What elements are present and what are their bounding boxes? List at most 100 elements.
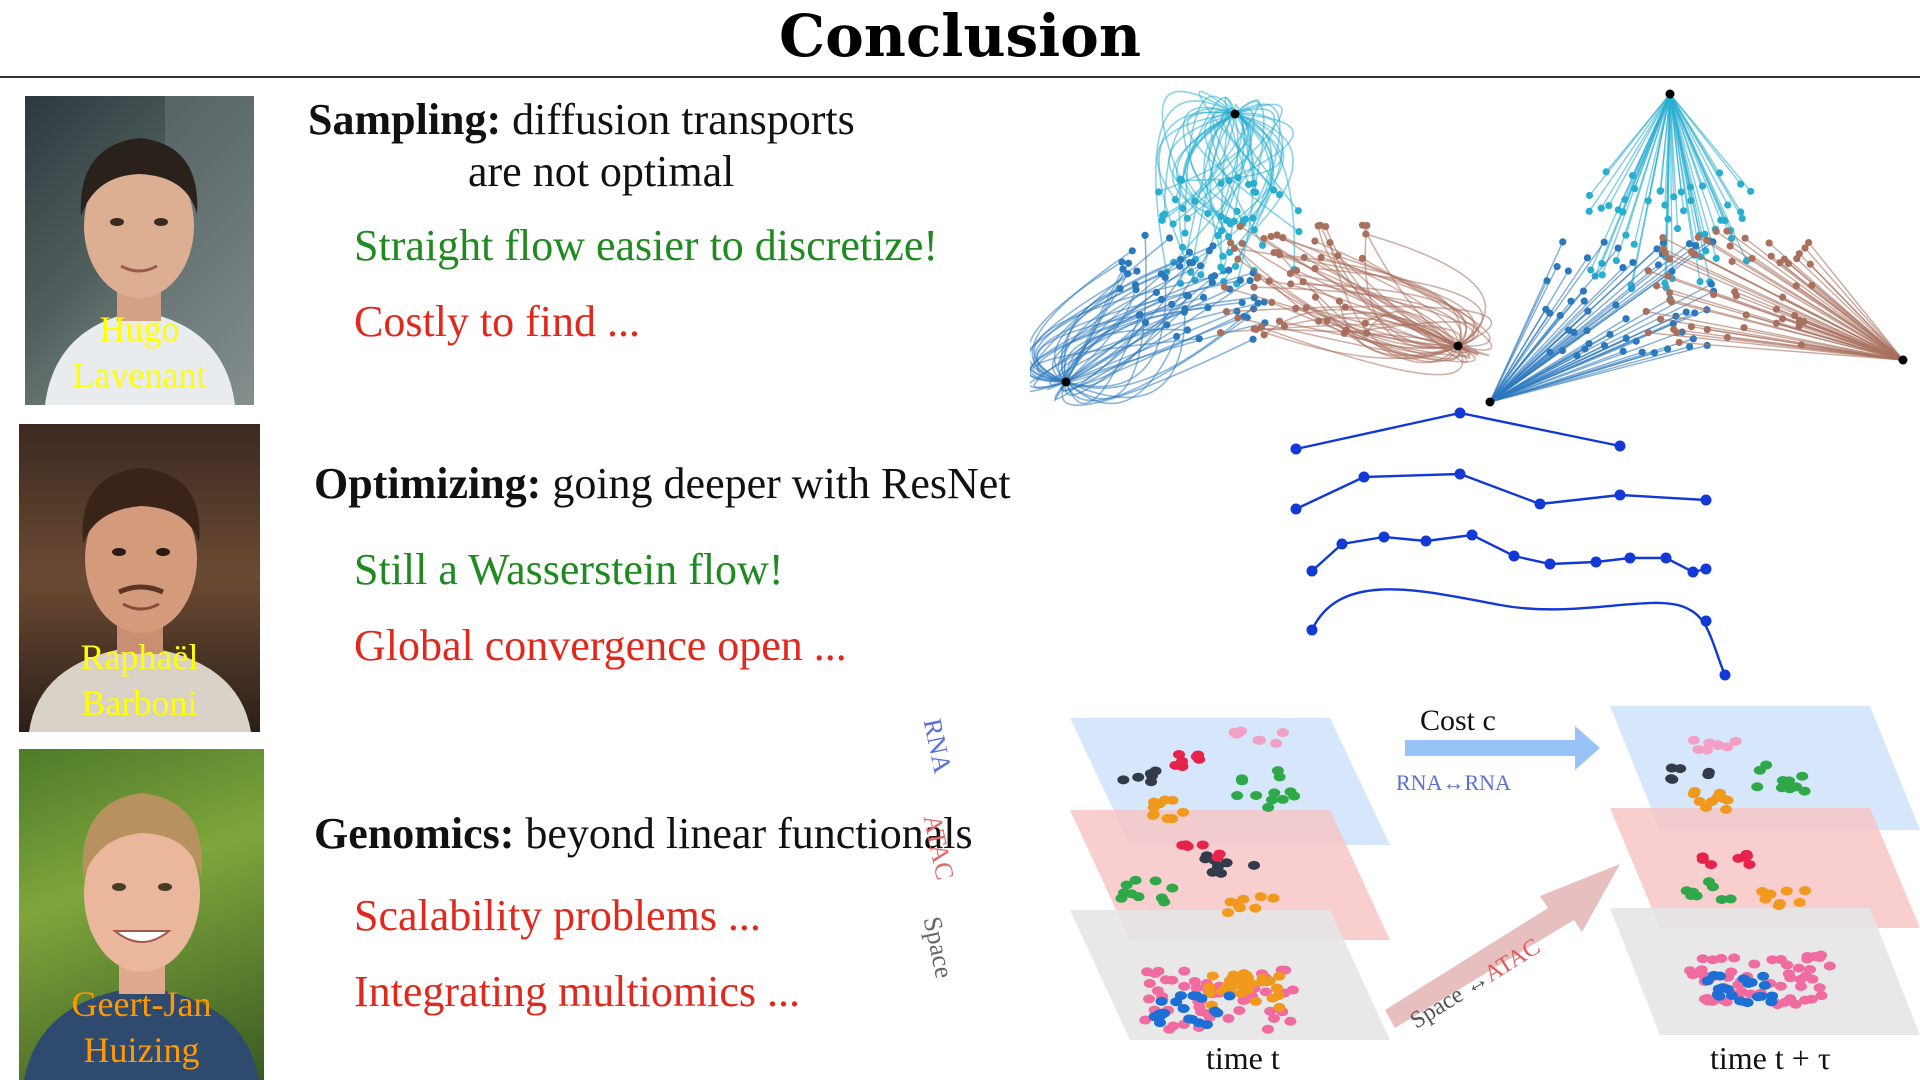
flow-point: [1665, 289, 1674, 297]
cell-point: [1249, 903, 1262, 913]
resnet-layer-point: [1378, 531, 1390, 543]
resnet-layer-point: [1306, 565, 1318, 577]
cell-point: [1177, 807, 1190, 817]
cell-point: [1237, 969, 1250, 979]
flow-line: [1625, 93, 1671, 236]
cell-point: [1222, 1013, 1235, 1023]
flow-point: [1226, 248, 1234, 256]
flow-curve: [1032, 337, 1200, 383]
resnet-layer-point: [1358, 471, 1370, 483]
flow-line: [1669, 93, 1702, 257]
flow-point: [1159, 211, 1167, 220]
title-divider: [0, 76, 1920, 78]
cell-point: [1743, 859, 1756, 869]
flow-curve: [1063, 287, 1121, 383]
cell-point: [1695, 965, 1708, 975]
resnet-layer-point: [1508, 550, 1520, 562]
flow-curve: [1171, 113, 1236, 215]
flow-line: [1669, 93, 1717, 230]
flow-source-point: [1453, 341, 1463, 351]
flow-point: [1225, 266, 1233, 274]
flow-curve: [1060, 308, 1254, 391]
resnet-layer-point: [1700, 615, 1712, 627]
flow-point: [1226, 239, 1235, 247]
rna-rna-label: RNA↔RNA: [1396, 770, 1511, 795]
genomics-multiomics-figure: [1070, 706, 1920, 1040]
cell-point: [1203, 988, 1216, 998]
cell-point: [1780, 886, 1793, 896]
optimizing-heading: Optimizing:: [314, 459, 542, 508]
cell-point: [1213, 849, 1226, 859]
flow-point: [1738, 214, 1746, 223]
flow-point: [1703, 341, 1711, 350]
cell-point: [1712, 984, 1725, 994]
flow-point: [1583, 326, 1591, 335]
flow-point: [1737, 208, 1745, 216]
flow-point: [1665, 255, 1673, 263]
flow-point: [1542, 305, 1550, 313]
flow-line: [1646, 310, 1904, 361]
cell-point: [1751, 782, 1764, 792]
cell-point: [1148, 797, 1161, 807]
flow-point: [1614, 206, 1622, 214]
flow-point: [1299, 278, 1307, 286]
flow-point: [1728, 257, 1736, 266]
flow-point: [1731, 288, 1739, 296]
flow-point: [1238, 239, 1246, 248]
cell-point: [1782, 969, 1795, 979]
layers-time-t-tau: [1610, 706, 1920, 1035]
cell-point: [1813, 983, 1826, 993]
flow-point: [1311, 293, 1320, 301]
flow-line: [1489, 322, 1674, 403]
flow-point: [1689, 335, 1697, 343]
flow-curve: [1065, 322, 1147, 385]
cell-point: [1753, 765, 1766, 775]
flow-curve: [1234, 113, 1296, 270]
flow-point: [1234, 314, 1242, 322]
flow-point: [1245, 180, 1253, 189]
person-name-line1: Hugo: [99, 309, 180, 349]
flow-line: [1489, 267, 1624, 403]
cell-point: [1192, 1018, 1205, 1028]
flow-point: [1598, 271, 1606, 279]
flow-point: [1741, 234, 1749, 242]
cell-point: [1265, 795, 1278, 805]
resnet-layer-point: [1700, 494, 1712, 506]
flow-point: [1222, 308, 1231, 316]
flow-curve: [1195, 113, 1275, 261]
cell-point: [1254, 892, 1267, 902]
resnet-layer-point: [1700, 563, 1712, 575]
genomics-heading: Genomics:: [314, 809, 515, 858]
optimizing-pro: Still a Wasserstein flow!: [354, 545, 784, 594]
flow-line: [1744, 237, 1904, 361]
flow-curve: [1065, 316, 1248, 402]
flow-point: [1805, 238, 1813, 247]
flow-source-point: [1061, 377, 1071, 387]
resnet-layer-point: [1534, 498, 1546, 510]
flow-source-point: [1230, 109, 1240, 119]
cell-point: [1766, 991, 1779, 1001]
flow-point: [1559, 238, 1567, 246]
flow-point: [1737, 180, 1745, 188]
cell-point: [1276, 728, 1289, 738]
cell-point: [1713, 971, 1726, 981]
flow-point: [1723, 227, 1731, 235]
cell-point: [1696, 954, 1709, 964]
sampling-text-line1: diffusion transports: [512, 95, 855, 144]
cell-point: [1151, 986, 1164, 996]
resnet-layer-point: [1290, 503, 1302, 515]
portrait-geert-jan-huizing: Geert-Jan Huizing: [19, 749, 264, 1080]
cell-point: [1250, 790, 1263, 800]
cell-point: [1741, 998, 1754, 1008]
cell-point: [1713, 991, 1726, 1001]
cell-point: [1284, 1016, 1297, 1026]
cell-point: [1711, 740, 1724, 750]
flow-point: [1295, 227, 1303, 236]
flow-line: [1788, 262, 1904, 361]
flow-point: [1570, 328, 1578, 337]
person-name-line2: Huizing: [83, 1030, 200, 1070]
person-name-line1: Raphaël: [80, 637, 199, 677]
flow-point: [1311, 237, 1319, 245]
flow-curve: [1324, 226, 1459, 347]
resnet-layer-point: [1590, 556, 1602, 568]
